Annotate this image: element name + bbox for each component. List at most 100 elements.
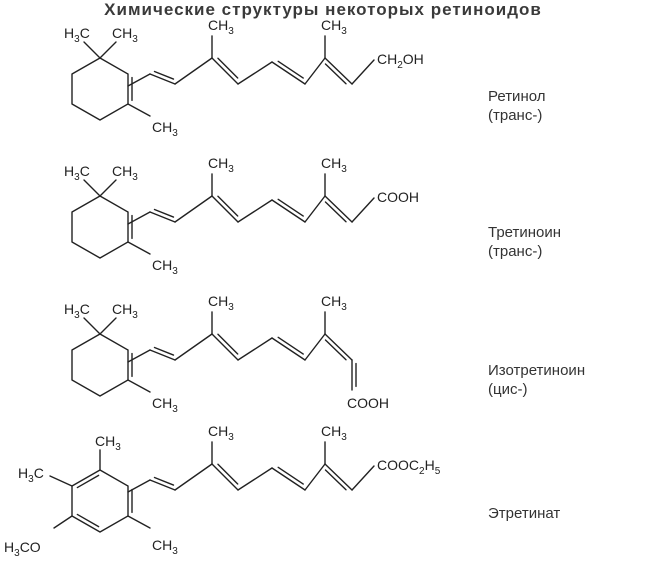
methyl-label: CH3 (321, 293, 347, 313)
methyl-bond (127, 515, 151, 529)
label-retinol: Ретинол (транс-) (488, 87, 638, 125)
chain-bond (149, 479, 176, 491)
double-bond-line (153, 346, 175, 356)
chain-bond (174, 195, 213, 223)
chain-bond (127, 349, 151, 363)
cooh-label: COOH (347, 395, 389, 411)
chain-bond (304, 333, 326, 361)
chain-bond (237, 467, 273, 491)
methyl-label: CH3 (208, 293, 234, 313)
label-isotretinoin: Изотретиноин (цис-) (488, 361, 638, 399)
double-bond-line (277, 60, 304, 79)
methyl-label: CH3 (321, 17, 347, 37)
methyl-label: CH3 (208, 17, 234, 37)
chain-bond (211, 463, 239, 491)
methyl-label: CH3 (152, 537, 178, 557)
ring (71, 57, 129, 121)
double-bond-line (217, 195, 239, 217)
chain-bond (351, 465, 375, 491)
chain-bond (271, 467, 306, 491)
chain-bond (237, 61, 273, 85)
compound-isomer: (транс-) (488, 243, 543, 260)
methyl-label: CH3 (95, 433, 121, 453)
chain-bond (271, 61, 306, 85)
chain-bond (127, 211, 151, 225)
chain-bond (324, 57, 353, 85)
chain-bond (211, 57, 239, 85)
ester-label: COOC2H5 (377, 457, 441, 477)
chain-bond (351, 59, 375, 85)
methyl-bond (83, 179, 101, 197)
gem-methyl-label: H3C (64, 301, 90, 321)
ring (71, 333, 129, 397)
compound-name: Третиноин (488, 224, 562, 241)
chain-bond (127, 479, 151, 493)
gem-methyl-label: CH3 (112, 163, 138, 183)
methyl-bond (99, 41, 117, 59)
chain-bond (174, 463, 213, 491)
chain-bond (174, 57, 213, 85)
chain-bond (271, 337, 306, 361)
chain-bond (149, 73, 176, 85)
methyl-bond (99, 179, 117, 197)
compound-name: Ретинол (488, 88, 546, 105)
gem-methyl-label: CH3 (112, 25, 138, 45)
chain-bond (324, 195, 353, 223)
chain-bond (304, 463, 326, 491)
chain-bond (271, 199, 306, 223)
double-bond-line (153, 70, 175, 80)
double-bond-line (217, 463, 239, 485)
chain-bond (174, 333, 213, 361)
chain-bond (211, 195, 239, 223)
ch2oh-label: CH2OH (377, 51, 424, 71)
label-etretinate: Этретинат (488, 504, 638, 523)
chain-bond (351, 197, 375, 223)
chain-bond (149, 211, 176, 223)
double-bond-line (277, 198, 304, 217)
chain-bond (304, 195, 326, 223)
double-bond-line (324, 201, 347, 223)
double-bond-line (277, 466, 304, 485)
methyl-label: H3C (18, 465, 44, 485)
methyl-label: CH3 (321, 423, 347, 443)
chain-bond (211, 333, 239, 361)
compound-name: Этретинат (488, 505, 561, 522)
aromatic-ring (71, 469, 129, 533)
methyl-bond (127, 241, 151, 255)
methyl-label: CH3 (208, 155, 234, 175)
ring-methyl-label: CH3 (152, 119, 178, 139)
double-bond-line (153, 476, 175, 486)
methyl-bond (99, 317, 117, 335)
cooh-label: COOH (377, 189, 419, 205)
chain-bond (237, 199, 273, 223)
methyl-bond (83, 41, 101, 59)
ring-methyl-label: CH3 (152, 257, 178, 277)
ring (71, 195, 129, 259)
chain-bond (304, 57, 326, 85)
chain-bond (324, 333, 353, 361)
methoxy-bond (53, 515, 73, 529)
chain-bond (237, 337, 273, 361)
gem-methyl-label: CH3 (112, 301, 138, 321)
double-bond-line (277, 336, 304, 355)
double-bond-line (76, 513, 100, 528)
methoxy-label: H3CO (4, 539, 41, 559)
methyl-label: CH3 (208, 423, 234, 443)
methyl-bond (127, 379, 151, 393)
double-bond-line (217, 333, 239, 355)
compound-isomer: (транс-) (488, 107, 543, 124)
chain-bond (127, 73, 151, 87)
double-bond-line (324, 469, 347, 491)
double-bond-line (76, 474, 100, 489)
label-tretinoin: Третиноин (транс-) (488, 223, 638, 261)
gem-methyl-label: H3C (64, 163, 90, 183)
double-bond-line (217, 57, 239, 79)
methyl-bond (127, 103, 151, 117)
double-bond-line (153, 208, 175, 218)
